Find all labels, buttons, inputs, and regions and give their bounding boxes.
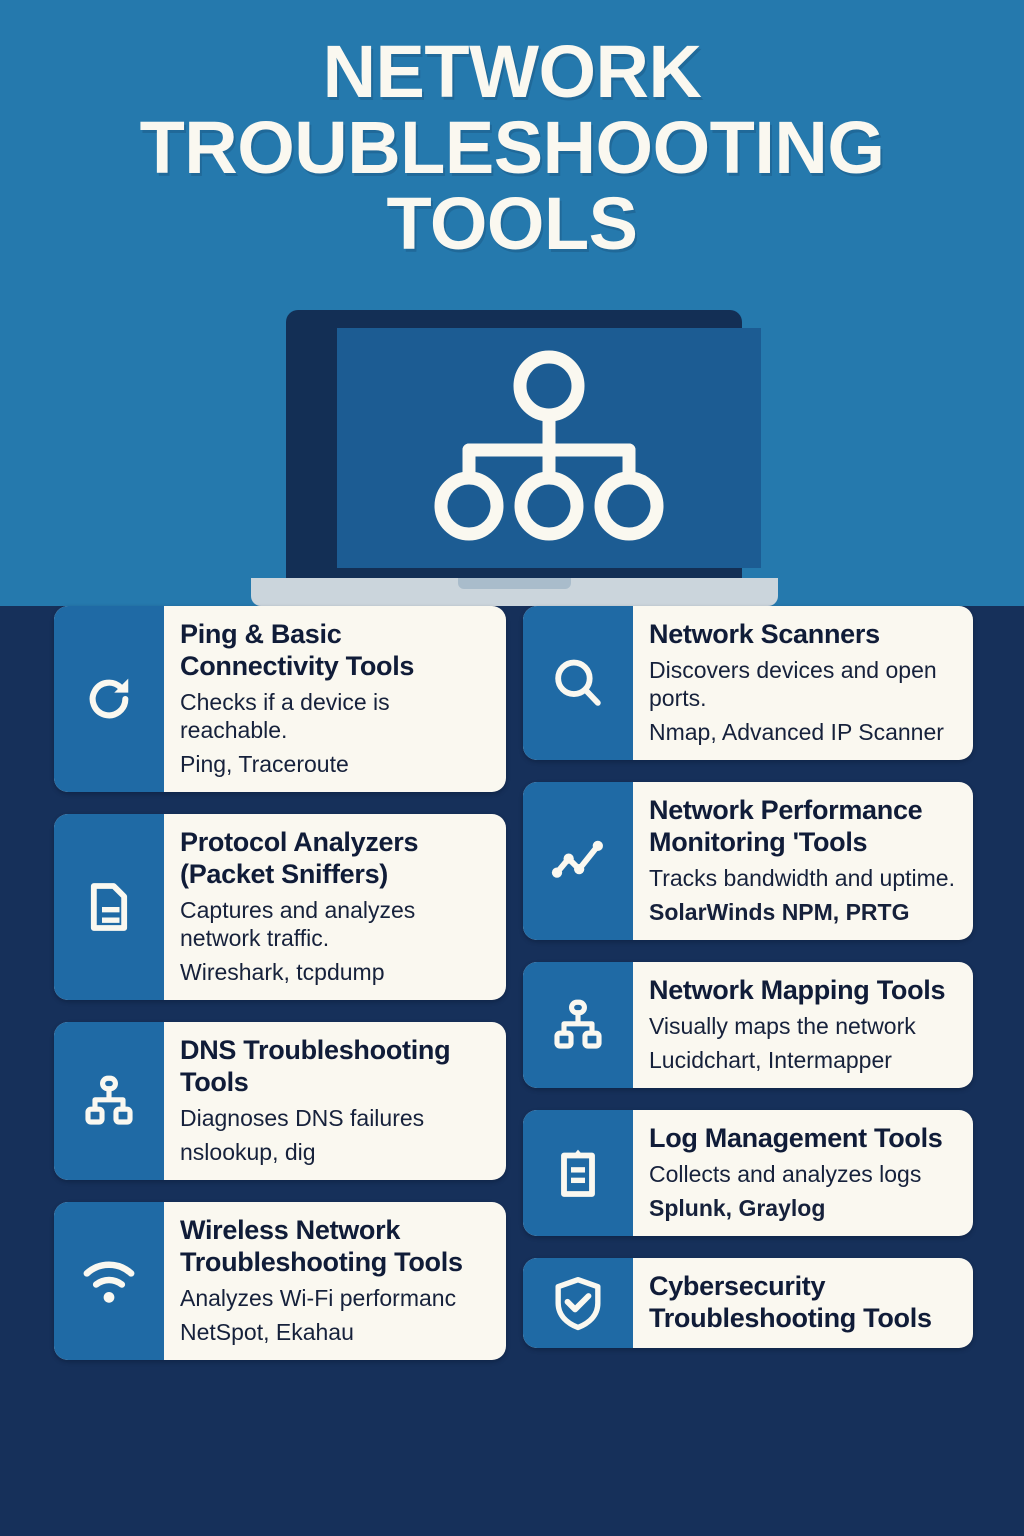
laptop-illustration (251, 310, 778, 606)
shield-check-icon (523, 1258, 633, 1348)
card-description: Diagnoses DNS failures (180, 1105, 425, 1131)
card-title: Wireless Network Troubleshooting Tools (180, 1215, 463, 1277)
card-description: Collects and analyzes logs (649, 1161, 922, 1187)
card-title: Network Scanners (649, 619, 880, 649)
card-description: Analyzes Wi-Fi performanc (180, 1285, 457, 1311)
card-tool-examples: NetSpot, Ekahau (180, 1319, 354, 1345)
hero-section: NETWORK TROUBLESHOOTING TOOLS (0, 0, 1024, 606)
card-tool-examples: Nmap, Advanced IP Scanner (649, 719, 944, 745)
card-title: Network Mapping Tools (649, 975, 946, 1005)
card-title: Log Management Tools (649, 1123, 943, 1153)
card-body: Cybersecurity Troubleshooting Tools (633, 1258, 973, 1348)
card-tool-examples: SolarWinds NPM, PRTG (649, 899, 910, 925)
card-title: Network Performance Monitoring 'Tools (649, 795, 923, 857)
card-tool-examples: Splunk, Graylog (649, 1195, 826, 1221)
card-title: Ping & Basic Connectivity Tools (180, 619, 415, 681)
wifi-icon (54, 1202, 164, 1360)
card-tool-examples: Ping, Traceroute (180, 751, 349, 777)
card-tool-examples: nslookup, dig (180, 1139, 316, 1165)
card-title: DNS Troubleshooting Tools (180, 1035, 451, 1097)
search-icon (523, 606, 633, 760)
line-chart-icon (523, 782, 633, 940)
hierarchy-icon (54, 1022, 164, 1180)
tool-card[interactable]: Cybersecurity Troubleshooting Tools (523, 1258, 973, 1348)
laptop-screen (337, 328, 761, 568)
card-tool-examples: Wireshark, tcpdump (180, 959, 385, 985)
card-description: Tracks bandwidth and uptime. (649, 865, 955, 891)
card-description: Checks if a device is reachable. (180, 689, 390, 743)
card-body: Protocol Analyzers (Packet Sniffers) Capt… (164, 814, 506, 1000)
page-title: NETWORK TROUBLESHOOTING TOOLS (139, 30, 885, 265)
network-topology-icon (434, 350, 664, 541)
tool-card[interactable]: Protocol Analyzers (Packet Sniffers) Capt… (54, 814, 506, 1000)
card-tool-examples: Lucidchart, Intermapper (649, 1047, 892, 1073)
card-title: Protocol Analyzers (Packet Sniffers) (180, 827, 419, 889)
card-description: Captures and analyzes network traffic. (180, 897, 416, 951)
clipboard-lines-icon (523, 1110, 633, 1236)
laptop-trackpad-notch (458, 578, 571, 589)
hierarchy-icon (523, 962, 633, 1088)
card-description: Visually maps the network (649, 1013, 916, 1039)
refresh-icon (54, 606, 164, 792)
document-lines-icon (54, 814, 164, 1000)
card-description: Discovers devices and open ports. (649, 657, 937, 711)
laptop-lid (286, 310, 761, 582)
card-title: Cybersecurity Troubleshooting Tools (649, 1271, 932, 1333)
